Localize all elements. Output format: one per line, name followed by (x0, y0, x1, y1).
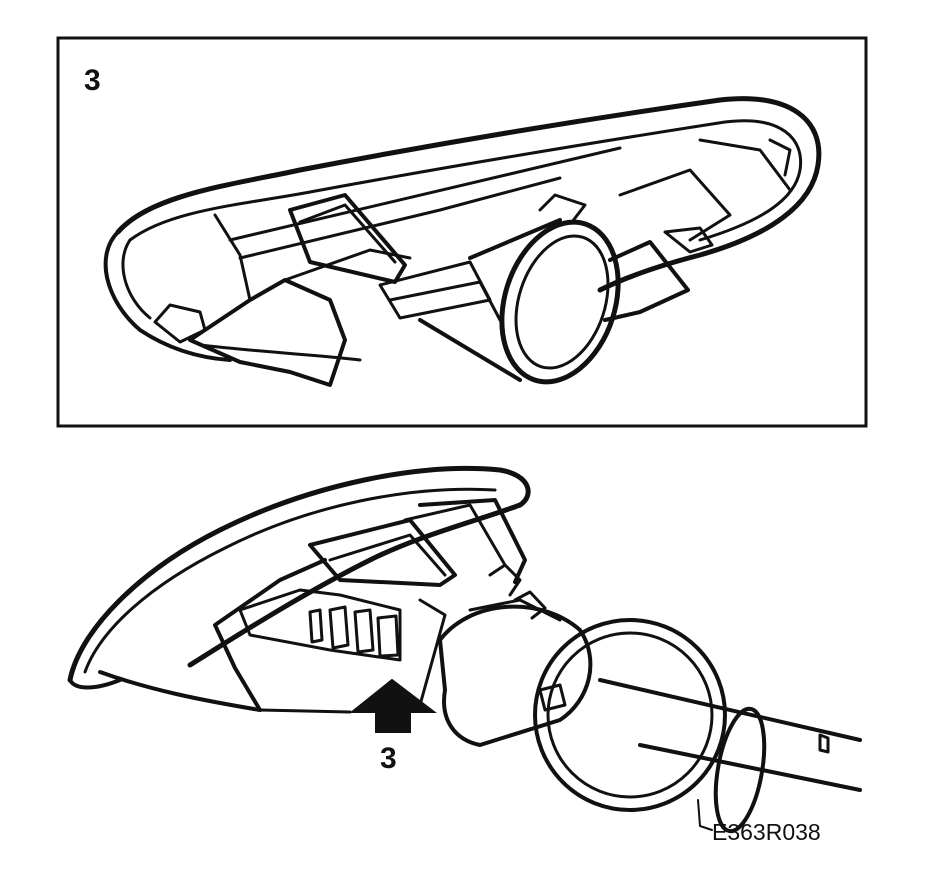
switch-ring (533, 618, 727, 812)
push-arrow (349, 678, 437, 733)
detail-callout-label: 3 (84, 64, 101, 97)
arrow-callout-label: 3 (380, 742, 397, 775)
detail-frame (56, 36, 868, 428)
steering-column (598, 678, 862, 834)
main-assembly-view: 3 (67, 465, 862, 834)
column-collar (438, 563, 593, 747)
upper-trim-cover (67, 465, 531, 714)
trim-cover-underside (103, 96, 822, 387)
detail-inset: 3 (56, 36, 868, 428)
arrow-shape (349, 678, 437, 733)
figure-code: E363R038 (712, 819, 821, 845)
